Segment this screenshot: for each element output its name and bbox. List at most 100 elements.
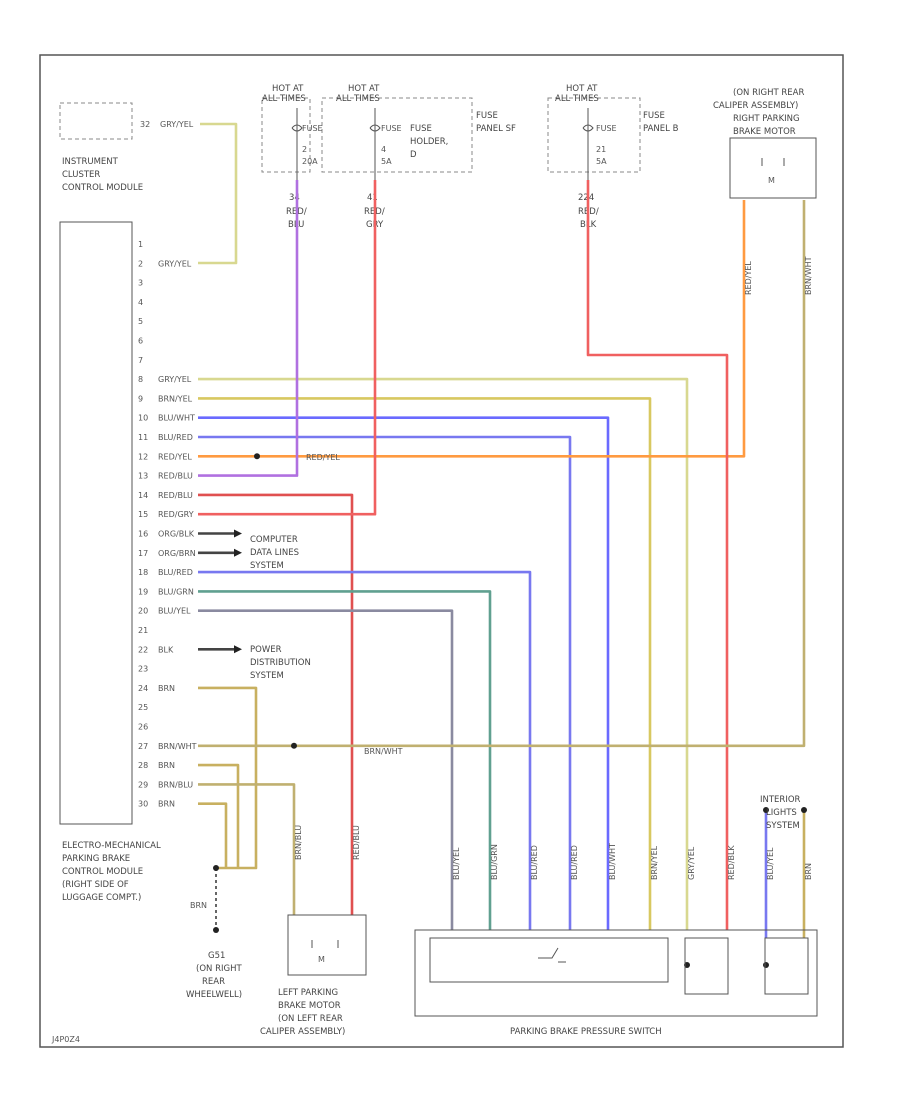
wire-tag-34-n: 34: [289, 193, 300, 203]
module-pin-wire-27: BRN/WHT: [158, 742, 197, 751]
vtag-s10: BRN: [804, 863, 813, 880]
fuse2-hot: HOT AT: [348, 84, 380, 94]
wire-pin18-blu-red: [198, 570, 532, 930]
ground-splice: [213, 865, 219, 871]
module-label-l3: CONTROL MODULE: [62, 867, 143, 877]
fuse2-label: FUSE: [381, 124, 402, 133]
fuse3-symbol: [582, 124, 594, 132]
interior-lights-l2: LIGHTS: [766, 808, 797, 818]
module-pin-29: 29: [138, 780, 148, 789]
fuse3-hot2: ALL TIMES: [555, 94, 599, 104]
computer-data-l2: DATA LINES: [250, 548, 299, 558]
fuse2-symbol: [369, 124, 381, 132]
switch-contact-b: [764, 937, 809, 995]
fuse-panel-b-l2: PANEL B: [643, 124, 679, 134]
module-pin-30: 30: [138, 800, 148, 809]
left-motor-glyph: [311, 940, 339, 948]
wire-pin24-brn: [198, 686, 258, 870]
wire-pin14-red-blu: [198, 493, 354, 915]
fuse-holder-l2: HOLDER,: [410, 137, 448, 147]
module-pin-23: 23: [138, 665, 148, 674]
module-pin-wire-28: BRN: [158, 761, 175, 770]
fuse1-hot2: ALL TIMES: [262, 94, 306, 104]
power-dist-l3: SYSTEM: [250, 671, 284, 681]
module-pin-3: 3: [138, 279, 143, 288]
left-motor-box: [287, 914, 367, 976]
module-pin-wire-24: BRN: [158, 684, 175, 693]
splice-red-yel: [254, 453, 260, 460]
pressure-switch-contact: [538, 947, 566, 963]
module-pin-6: 6: [138, 337, 143, 346]
module-pin-2: 2: [138, 259, 143, 268]
module-pin-wire-11: BLU/RED: [158, 433, 193, 442]
vtag-s9: BLU/YEL: [766, 847, 775, 880]
wire-pin29-brn-blu: [198, 783, 296, 915]
vtag-rm2: BRN/WHT: [804, 256, 813, 295]
wire-pin11-blu-red: [198, 435, 572, 930]
wire-pin9-brn-yel: [198, 397, 652, 930]
module-pin-wire-29: BRN/BLU: [158, 780, 193, 789]
left-motor-l4: CALIPER ASSEMBLY): [260, 1027, 345, 1037]
fuse-box-1: [261, 97, 311, 173]
fuse-box-3: [547, 97, 641, 173]
wire-pin28-brn: [198, 763, 240, 868]
splice-brn-wht: [291, 742, 297, 749]
module-pin-19: 19: [138, 587, 148, 596]
module-pin-wire-18: BLU/RED: [158, 568, 193, 577]
module-pin-wire-2: GRY/YEL: [158, 259, 192, 268]
module-pin-wire-30: BRN: [158, 800, 175, 809]
fuse-panel-a-l1: FUSE: [476, 111, 498, 121]
lights-term-1: [763, 807, 769, 813]
ground-wire-label: BRN: [190, 901, 207, 910]
module-pin-16: 16: [138, 530, 148, 539]
icm-label-l3: CONTROL MODULE: [62, 183, 143, 193]
vtag-s3: BLU/RED: [530, 845, 539, 880]
arrow-pin16: [234, 529, 242, 538]
switch-term-2: [763, 962, 769, 968]
left-motor-m: M: [318, 955, 325, 964]
computer-data-l1: COMPUTER: [250, 535, 298, 545]
vtag-s6: BRN/YEL: [650, 845, 659, 880]
icm-pin: 32: [140, 120, 150, 129]
instrument-cluster-box: [59, 102, 133, 140]
fuse2-num: 4: [381, 145, 386, 154]
ground-l4: WHEELWELL): [186, 990, 242, 1000]
red-yel-label: RED/YEL: [306, 453, 340, 462]
interior-lights-l1: INTERIOR: [760, 795, 801, 805]
right-motor-l3: RIGHT PARKING: [733, 114, 800, 124]
module-pin-17: 17: [138, 549, 148, 558]
module-body: [59, 221, 133, 825]
vtag-s5: BLU/WHT: [608, 843, 617, 880]
fuse1-amps: 20A: [302, 157, 318, 166]
vtag-lm2: RED/BLU: [352, 825, 361, 860]
module-pin-wire-19: BLU/GRN: [158, 587, 194, 596]
wire-pin10-blu-wht: [198, 416, 610, 930]
fuse-holder-l1: FUSE: [410, 124, 432, 134]
arrow-pin17: [234, 548, 242, 557]
fuse2-hot2: ALL TIMES: [336, 94, 380, 104]
module-label-l4: (RIGHT SIDE OF: [62, 880, 129, 890]
module-label-l5: LUGGAGE COMPT.): [62, 893, 141, 903]
icm-label-l1: INSTRUMENT: [62, 157, 119, 167]
left-motor-l2: BRAKE MOTOR: [278, 1001, 341, 1011]
switch-contact-a: [684, 937, 729, 995]
module-pin-15: 15: [138, 510, 148, 519]
module-pin-8: 8: [138, 375, 143, 384]
ground-l2: (ON RIGHT: [196, 964, 242, 974]
brn-wht-label: BRN/WHT: [364, 747, 403, 756]
fuse-panel-a-l2: PANEL SF: [476, 124, 516, 134]
pressure-switch-inner: [429, 937, 669, 983]
vtag-s2: BLU/GRN: [490, 844, 499, 880]
fuse3-label: FUSE: [596, 124, 617, 133]
module-pin-5: 5: [138, 317, 143, 326]
module-pin-wire-10: BLU/WHT: [158, 414, 195, 423]
left-motor-l3: (ON LEFT REAR: [278, 1014, 343, 1024]
lights-term-2: [801, 807, 807, 813]
right-motor-l2: CALIPER ASSEMBLY): [713, 101, 798, 111]
vtag-s1: BLU/YEL: [452, 847, 461, 880]
interior-lights-l3: SYSTEM: [766, 821, 800, 831]
wire-pin12-red-yel: [198, 200, 746, 458]
module-pin-wire-20: BLU/YEL: [158, 607, 191, 616]
module-pin-26: 26: [138, 723, 148, 732]
